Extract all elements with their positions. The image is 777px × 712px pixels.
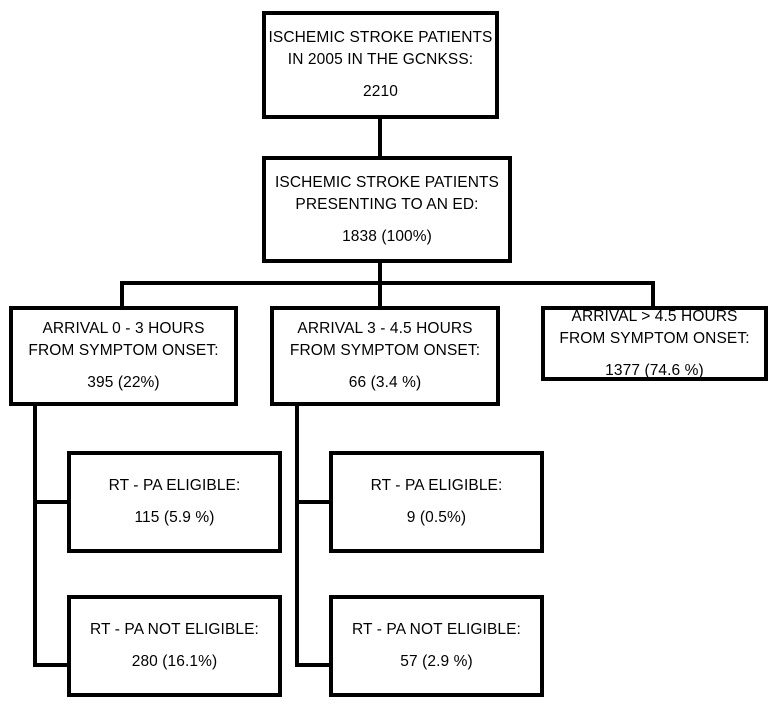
node-value: 395 (22%) bbox=[87, 374, 160, 391]
node-arrival-gt-45-hours: ARRIVAL > 4.5 HOURS FROM SYMPTOM ONSET: … bbox=[541, 306, 768, 381]
node-title-line: IN 2005 IN THE GCNKSS: bbox=[287, 51, 474, 68]
connector-ed-to-branch bbox=[378, 261, 382, 283]
node-title-line: ARRIVAL 3 - 4.5 HOURS bbox=[297, 320, 473, 337]
node-label: RT - PA ELIGIBLE: bbox=[108, 477, 241, 494]
node-value: 1838 (100%) bbox=[342, 227, 432, 245]
node-label: RT - PA NOT ELIGIBLE: bbox=[90, 621, 259, 638]
node-title-line: ISCHEMIC STROKE PATIENTS bbox=[268, 29, 493, 46]
node-title-line: PRESENTING TO AN ED: bbox=[295, 195, 479, 213]
node-title-line: FROM SYMPTOM ONSET: bbox=[559, 329, 750, 347]
node-title-line: ARRIVAL > 4.5 HOURS bbox=[571, 307, 738, 325]
node-total-patients: ISCHEMIC STROKE PATIENTS IN 2005 IN THE … bbox=[262, 11, 499, 119]
connector-branch-horizontal bbox=[120, 281, 655, 285]
node-rtpa-not-eligible-0-3: RT - PA NOT ELIGIBLE: 280 (16.1%) bbox=[67, 595, 282, 697]
node-value: 1377 (74.6 %) bbox=[605, 361, 704, 379]
connector-branch-to-arrival-gt-45 bbox=[651, 281, 655, 308]
node-value: 57 (2.9 %) bbox=[400, 653, 473, 670]
connector-arrival-3-45-trunk bbox=[295, 404, 299, 667]
node-value: 9 (0.5%) bbox=[406, 509, 467, 526]
node-label: RT - PA NOT ELIGIBLE: bbox=[352, 621, 521, 638]
node-rtpa-not-eligible-3-45: RT - PA NOT ELIGIBLE: 57 (2.9 %) bbox=[329, 595, 544, 697]
connector-branch-to-arrival-3-45 bbox=[378, 281, 382, 308]
connector-to-not-eligible-3-45 bbox=[295, 663, 331, 667]
connector-arrival-0-3-trunk bbox=[33, 404, 37, 667]
node-ed-patients: ISCHEMIC STROKE PATIENTS PRESENTING TO A… bbox=[262, 156, 512, 263]
node-value: 280 (16.1%) bbox=[131, 653, 218, 670]
connector-branch-to-arrival-0-3 bbox=[120, 281, 124, 308]
node-label: RT - PA ELIGIBLE: bbox=[370, 477, 503, 494]
node-arrival-3-45-hours: ARRIVAL 3 - 4.5 HOURS FROM SYMPTOM ONSET… bbox=[270, 306, 500, 406]
node-value: 66 (3.4 %) bbox=[348, 374, 422, 391]
node-title-line: ARRIVAL 0 - 3 HOURS bbox=[42, 320, 205, 337]
connector-total-to-ed bbox=[378, 118, 382, 158]
node-value: 2210 bbox=[363, 83, 398, 100]
node-title-line: FROM SYMPTOM ONSET: bbox=[28, 342, 219, 359]
connector-to-not-eligible-0-3 bbox=[33, 663, 69, 667]
node-arrival-0-3-hours: ARRIVAL 0 - 3 HOURS FROM SYMPTOM ONSET: … bbox=[9, 306, 238, 406]
connector-to-eligible-0-3 bbox=[33, 500, 69, 504]
connector-to-eligible-3-45 bbox=[295, 500, 331, 504]
node-value: 115 (5.9 %) bbox=[134, 509, 215, 526]
node-title-line: FROM SYMPTOM ONSET: bbox=[289, 342, 481, 359]
node-rtpa-eligible-0-3: RT - PA ELIGIBLE: 115 (5.9 %) bbox=[67, 451, 282, 553]
node-title-line: ISCHEMIC STROKE PATIENTS bbox=[274, 173, 500, 191]
node-rtpa-eligible-3-45: RT - PA ELIGIBLE: 9 (0.5%) bbox=[329, 451, 544, 553]
